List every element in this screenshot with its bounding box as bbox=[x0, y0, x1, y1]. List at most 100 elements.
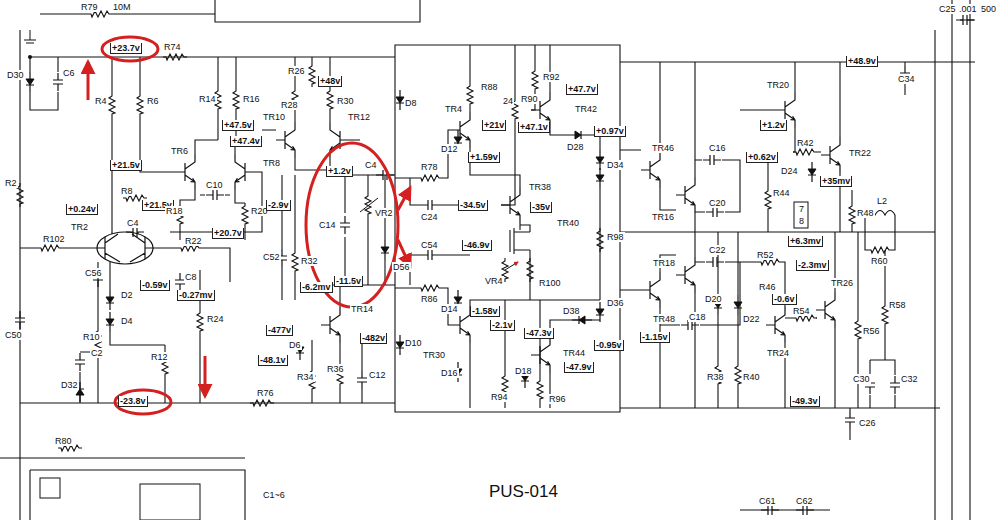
voltage-reading: +21v bbox=[482, 120, 506, 131]
capacitor-symbol bbox=[357, 371, 367, 389]
voltage-reading: -35v bbox=[530, 202, 552, 213]
part-label: C2 bbox=[90, 348, 104, 358]
part-label: C34 bbox=[897, 74, 916, 84]
part-label: C56 bbox=[84, 268, 103, 278]
part-label: R44 bbox=[772, 188, 791, 198]
part-label: C1~6 bbox=[262, 490, 286, 500]
part-label: TR10 bbox=[262, 112, 286, 122]
part-label: C8 bbox=[184, 272, 198, 282]
voltage-reading: -2.9v bbox=[266, 200, 291, 211]
part-label: C30 bbox=[852, 374, 871, 384]
module-block bbox=[40, 478, 60, 498]
part-label: TR8 bbox=[262, 158, 281, 168]
diode-symbol bbox=[396, 335, 404, 355]
part-label: R102 bbox=[42, 234, 66, 244]
transistor-symbol bbox=[321, 307, 340, 343]
voltage-reading: -2.1v bbox=[490, 320, 515, 331]
part-label: R86 bbox=[420, 294, 439, 304]
part-label: D10 bbox=[404, 338, 423, 348]
capacitor-symbol bbox=[706, 207, 724, 217]
part-label: R94 bbox=[490, 392, 509, 402]
ground-dot bbox=[28, 55, 32, 59]
part-label: R96 bbox=[548, 394, 567, 404]
trimmer-symbol bbox=[365, 193, 371, 217]
resistor-symbol bbox=[597, 228, 603, 252]
part-label: R92 bbox=[542, 72, 561, 82]
resistor-symbol bbox=[197, 310, 203, 334]
part-label: R26 bbox=[287, 66, 306, 76]
part-label: R52 bbox=[756, 250, 775, 260]
diode-symbol bbox=[572, 316, 592, 324]
red-arrow bbox=[87, 62, 90, 100]
part-label: R6 bbox=[146, 96, 160, 106]
resistor-symbol bbox=[793, 149, 817, 155]
voltage-reading: +47.7v bbox=[566, 84, 598, 95]
diode-symbol bbox=[596, 150, 604, 170]
voltage-reading: +47.5v bbox=[222, 120, 254, 131]
red-arrow bbox=[398, 188, 410, 210]
resistor-symbol bbox=[855, 318, 861, 342]
resistor-symbol bbox=[233, 88, 239, 112]
part-label: TR20 bbox=[766, 80, 790, 90]
capacitor-symbol bbox=[340, 216, 350, 234]
voltage-reading: -6.2mv bbox=[300, 282, 333, 293]
voltage-reading: +21.5v bbox=[110, 160, 142, 171]
capacitor-symbol bbox=[956, 15, 974, 25]
transistor-symbol bbox=[676, 257, 695, 293]
voltage-reading: +35mv bbox=[820, 176, 852, 187]
voltage-reading: -1.15v bbox=[640, 332, 670, 343]
red-arrow bbox=[204, 356, 207, 396]
voltage-reading: +6.3mv bbox=[788, 236, 823, 247]
part-label: C20 bbox=[708, 198, 727, 208]
transistor-symbol bbox=[451, 112, 470, 148]
voltage-reading: +23.7v bbox=[110, 43, 142, 54]
part-label: R28 bbox=[280, 100, 299, 110]
part-label: C6 bbox=[62, 68, 76, 78]
resistor-symbol bbox=[467, 83, 473, 107]
resistor-symbol bbox=[418, 175, 442, 181]
part-label: R42 bbox=[796, 138, 815, 148]
transistor-symbol bbox=[235, 154, 254, 190]
part-label: R40 bbox=[742, 372, 761, 382]
part-label: L2 bbox=[876, 196, 888, 206]
part-label: TR4 bbox=[444, 104, 463, 114]
transistor-symbol bbox=[816, 292, 835, 328]
part-label: R38 bbox=[706, 372, 725, 382]
part-label: TR24 bbox=[766, 348, 790, 358]
wire bbox=[0, 0, 975, 520]
connector-symbol bbox=[794, 202, 808, 228]
part-label: TR12 bbox=[347, 112, 371, 122]
part-label: D16 bbox=[440, 368, 459, 378]
part-label: 8 bbox=[798, 216, 805, 226]
part-label: R80 bbox=[54, 436, 73, 446]
voltage-reading: +1.2v bbox=[760, 120, 787, 131]
part-label: R30 bbox=[336, 96, 355, 106]
part-label: C62 bbox=[795, 496, 814, 506]
voltage-reading: +1.2v bbox=[326, 166, 353, 177]
transistor-symbol bbox=[276, 122, 295, 158]
part-label: C10 bbox=[205, 180, 224, 190]
part-label: R34 bbox=[296, 372, 315, 382]
capacitor-symbol bbox=[126, 227, 144, 237]
part-label: TR16 bbox=[651, 212, 675, 222]
transistor-symbol bbox=[531, 337, 550, 373]
part-label: D56 bbox=[392, 262, 411, 272]
part-label: R32 bbox=[300, 256, 319, 266]
part-label: D22 bbox=[742, 314, 761, 324]
voltage-reading: +48.9v bbox=[846, 56, 878, 67]
transistor-symbol bbox=[176, 154, 195, 190]
part-label: R58 bbox=[888, 300, 907, 310]
capacitor-symbol bbox=[706, 257, 724, 267]
part-label: R10 bbox=[82, 332, 101, 342]
part-label: TR22 bbox=[848, 148, 872, 158]
part-label: TR26 bbox=[830, 278, 854, 288]
board-name: PUS-014 bbox=[488, 482, 559, 501]
resistor-symbol bbox=[137, 93, 143, 117]
capacitor-symbol bbox=[421, 200, 439, 210]
part-label: 10M bbox=[112, 2, 132, 12]
resistor-symbol bbox=[109, 93, 115, 117]
part-label: D6 bbox=[288, 340, 302, 350]
capacitor-symbol bbox=[890, 376, 900, 394]
resistor-symbol bbox=[735, 363, 741, 387]
